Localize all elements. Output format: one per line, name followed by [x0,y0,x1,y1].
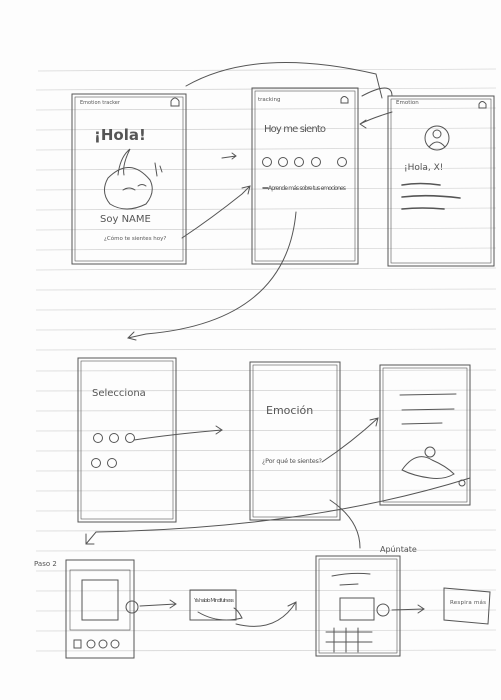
flow-arrow [359,111,393,129]
flow-arrow [185,61,383,99]
signup-label: Apúntate [380,545,417,554]
emotion-option [311,157,321,167]
flow-arrow [85,477,471,545]
select-title: Selecciona [92,388,146,399]
app-name-label: tracking [258,97,281,103]
step-label: Paso 2 [34,560,57,568]
app-name-label: Emotion tracker [80,100,121,106]
screen-8-frame [315,555,401,657]
intro-name-line: Soy NAME [100,214,151,225]
emotion-option [91,458,101,468]
screen-3-frame [387,95,495,267]
emotion-options-row [262,157,347,167]
flow-arrow [127,211,297,341]
mindfulness-card [189,589,243,621]
flow-arrow [329,499,361,549]
avatar-icon [424,125,450,151]
bell-icon [170,97,180,107]
why-feel-link[interactable]: ¿Por qué te sientes? [262,457,322,465]
screen-6-frame [379,364,471,506]
illustration-icon [401,446,466,487]
emotion-option [337,157,347,167]
emotion-option [93,433,103,443]
emotion-option [107,458,117,468]
screen-4-frame [77,357,177,523]
breathing-card [443,587,491,625]
character-illustration [104,148,163,210]
flow-arrow [235,601,297,627]
action-button-icon [376,603,390,617]
ruled-lines [35,68,497,652]
flow-arrow [181,185,251,239]
emotion-option [109,433,119,443]
emotion-title: Emoción [266,404,313,417]
emotion-option [262,157,272,167]
app-name-label: Emotion [396,100,419,106]
feeling-question: Hoy me siento [264,124,326,135]
flow-arrow [221,152,237,160]
bottom-nav [73,639,120,649]
screen-7-frame [65,559,135,659]
screen-5-frame [249,361,341,521]
action-button-icon [125,600,139,614]
profile-text-lines [401,182,461,210]
flow-arrow [139,599,177,609]
bell-icon [478,101,487,109]
breathing-card-text: Respira más [450,599,486,606]
screen-2-frame [251,87,359,265]
how-do-you-feel-prompt: ¿Cómo te sientes hoy? [104,235,166,242]
greeting-title: ¡Hola! [94,126,146,144]
emotion-option [278,157,288,167]
emotion-option [125,433,135,443]
learn-more-link[interactable]: Aprende más sobre tus emociones [268,185,346,192]
flow-arrow [133,425,223,441]
profile-greeting: ¡Hola, X! [404,163,443,173]
screen-1-frame [71,93,187,265]
flow-arrow [321,417,379,463]
mindfulness-card-text: Ya hablo Mindfulness [193,598,234,604]
bell-icon [340,96,349,104]
flow-arrow [361,87,393,97]
flow-arrow [391,604,425,614]
emotion-option [294,157,304,167]
selection-options [91,433,135,468]
article-text-lines [399,393,457,425]
